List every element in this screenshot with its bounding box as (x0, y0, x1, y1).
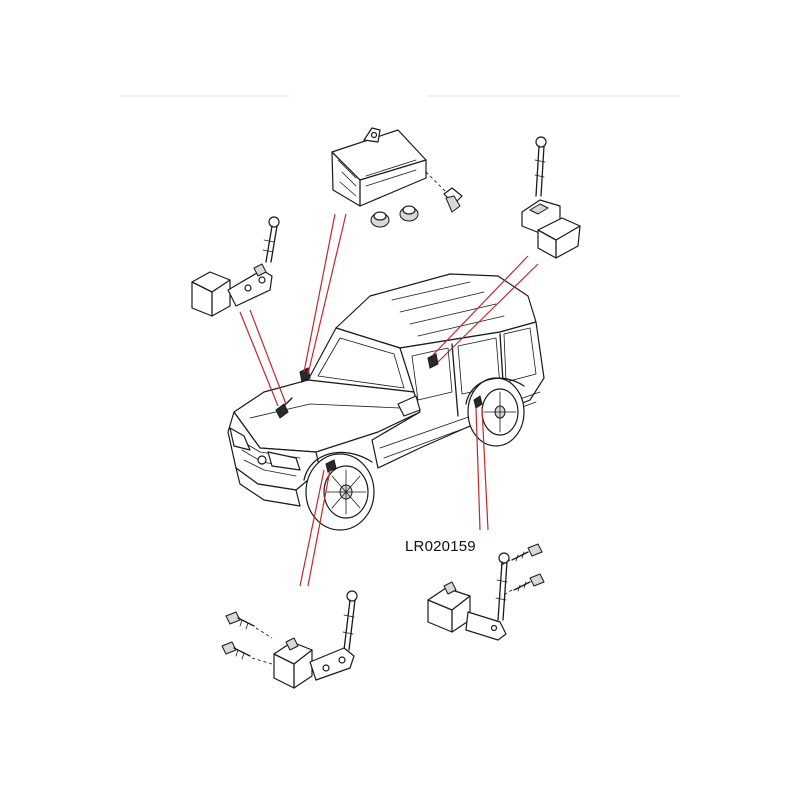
module-grommet-right (399, 205, 419, 222)
height-sensor-front-left (191, 216, 280, 317)
height-sensor-rear-right (521, 136, 581, 259)
screw (511, 543, 543, 562)
screw-guide (251, 627, 273, 665)
height-sensor-lr020159 (427, 552, 510, 641)
suspension-control-module (331, 127, 447, 207)
sensor-location-marker (299, 367, 311, 383)
screw (221, 641, 251, 660)
part-number-label: LR020159 (405, 538, 476, 555)
screw (225, 611, 255, 630)
vehicle-body (227, 273, 545, 531)
module-grommet-left (370, 211, 390, 228)
module-bolt (443, 187, 463, 213)
sensor-location-marker (275, 397, 293, 419)
leader-lines (239, 213, 539, 587)
sensor-location-marker (473, 395, 483, 409)
height-sensor-front-right (273, 590, 358, 689)
screw (513, 573, 545, 592)
screw-guide (499, 559, 513, 597)
sensor-location-marker (325, 459, 337, 473)
